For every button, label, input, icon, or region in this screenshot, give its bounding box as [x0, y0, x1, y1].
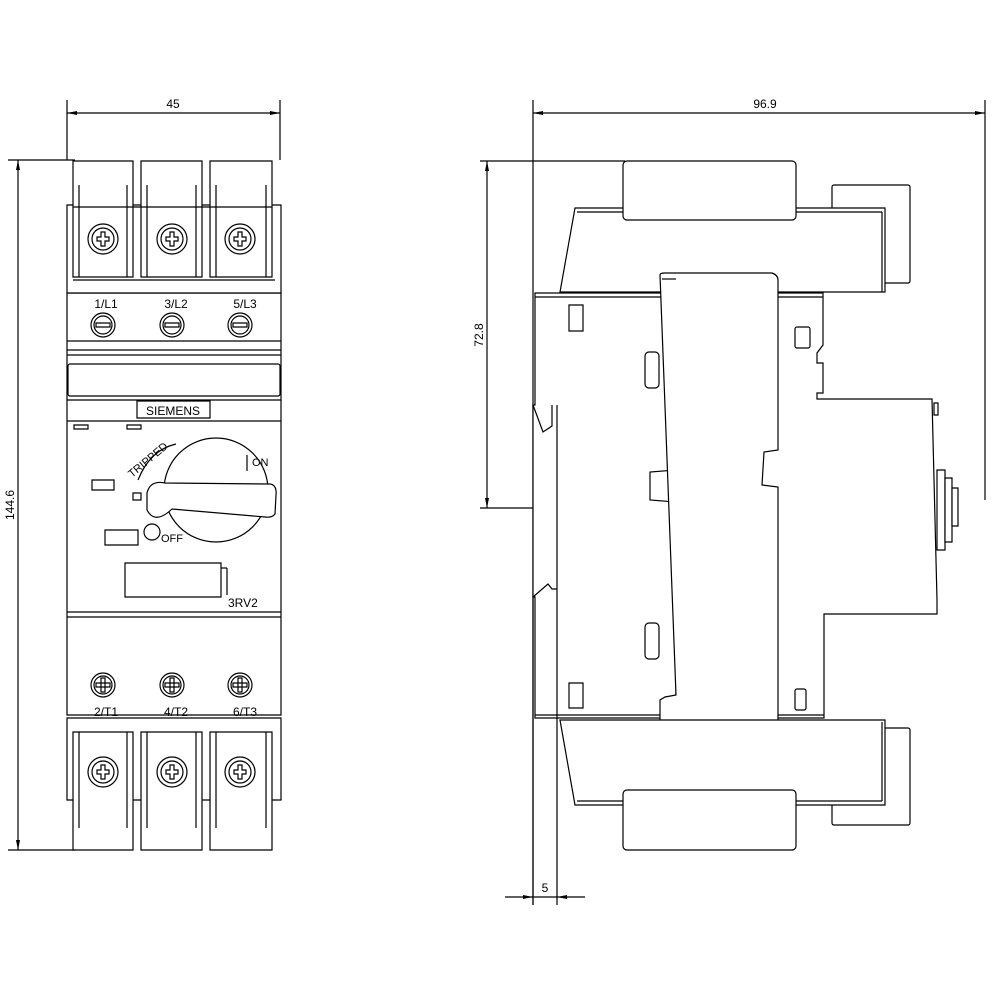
slot: [795, 327, 810, 348]
terminal-label-6-t3: 6/T3: [233, 705, 257, 719]
small-indicator: [133, 493, 141, 500]
top-screws: [88, 224, 255, 254]
lower-terminal-housing: [560, 720, 885, 805]
dimension-height: 144.6: [3, 160, 75, 850]
terminal-label-4-t2: 4/T2: [164, 705, 188, 719]
terminal-label-2-t1: 2/T1: [94, 705, 118, 719]
dimension-rail-offset-label: 5: [542, 881, 549, 895]
label-slot: [125, 563, 221, 597]
off-indicator-circle: [144, 524, 160, 540]
center-column: [660, 273, 778, 735]
terminal-label-5-l3: 5/L3: [233, 297, 257, 311]
front-view: 45 144.6 1/L1 3/L2 5/L3 SIEMENS: [3, 97, 281, 850]
side-view: 96.9 72.8 5: [472, 97, 985, 905]
led-indicator: [127, 425, 141, 429]
line-terminal-screws: [91, 313, 252, 337]
dimension-rail-to-top: 72.8: [472, 161, 625, 508]
knob-side: [934, 403, 958, 550]
led-indicator: [74, 425, 88, 429]
brand-logo: SIEMENS: [146, 404, 200, 418]
slot: [569, 305, 583, 331]
bottom-screws: [88, 757, 255, 787]
brand-plate: [137, 401, 210, 418]
slot: [569, 683, 583, 708]
slot: [795, 689, 806, 710]
load-terminal-screws: [91, 673, 252, 697]
dimension-rail-offset: 5: [505, 881, 585, 899]
top-terminal-blocks: [73, 161, 272, 277]
label-band: [68, 364, 280, 396]
dimension-height-label: 144.6: [3, 490, 17, 520]
terminal-label-3-l2: 3/L2: [164, 297, 188, 311]
indicator-window: [92, 480, 114, 490]
bottom-terminal-blocks: [73, 732, 272, 850]
lower-clamp: [623, 790, 796, 850]
terminal-label-1-l1: 1/L1: [94, 297, 118, 311]
indicator-window: [105, 530, 138, 545]
slot: [645, 352, 659, 388]
model-label: 3RV2: [228, 596, 258, 610]
slot: [645, 623, 659, 659]
upper-clamp: [623, 161, 796, 220]
dimension-depth-label: 96.9: [753, 97, 777, 111]
dimension-width: 45: [67, 97, 280, 160]
off-label: OFF: [161, 533, 183, 545]
dimension-rail-to-top-label: 72.8: [472, 323, 486, 347]
knob-lever[interactable]: [147, 482, 276, 517]
dimension-width-label: 45: [166, 97, 180, 111]
